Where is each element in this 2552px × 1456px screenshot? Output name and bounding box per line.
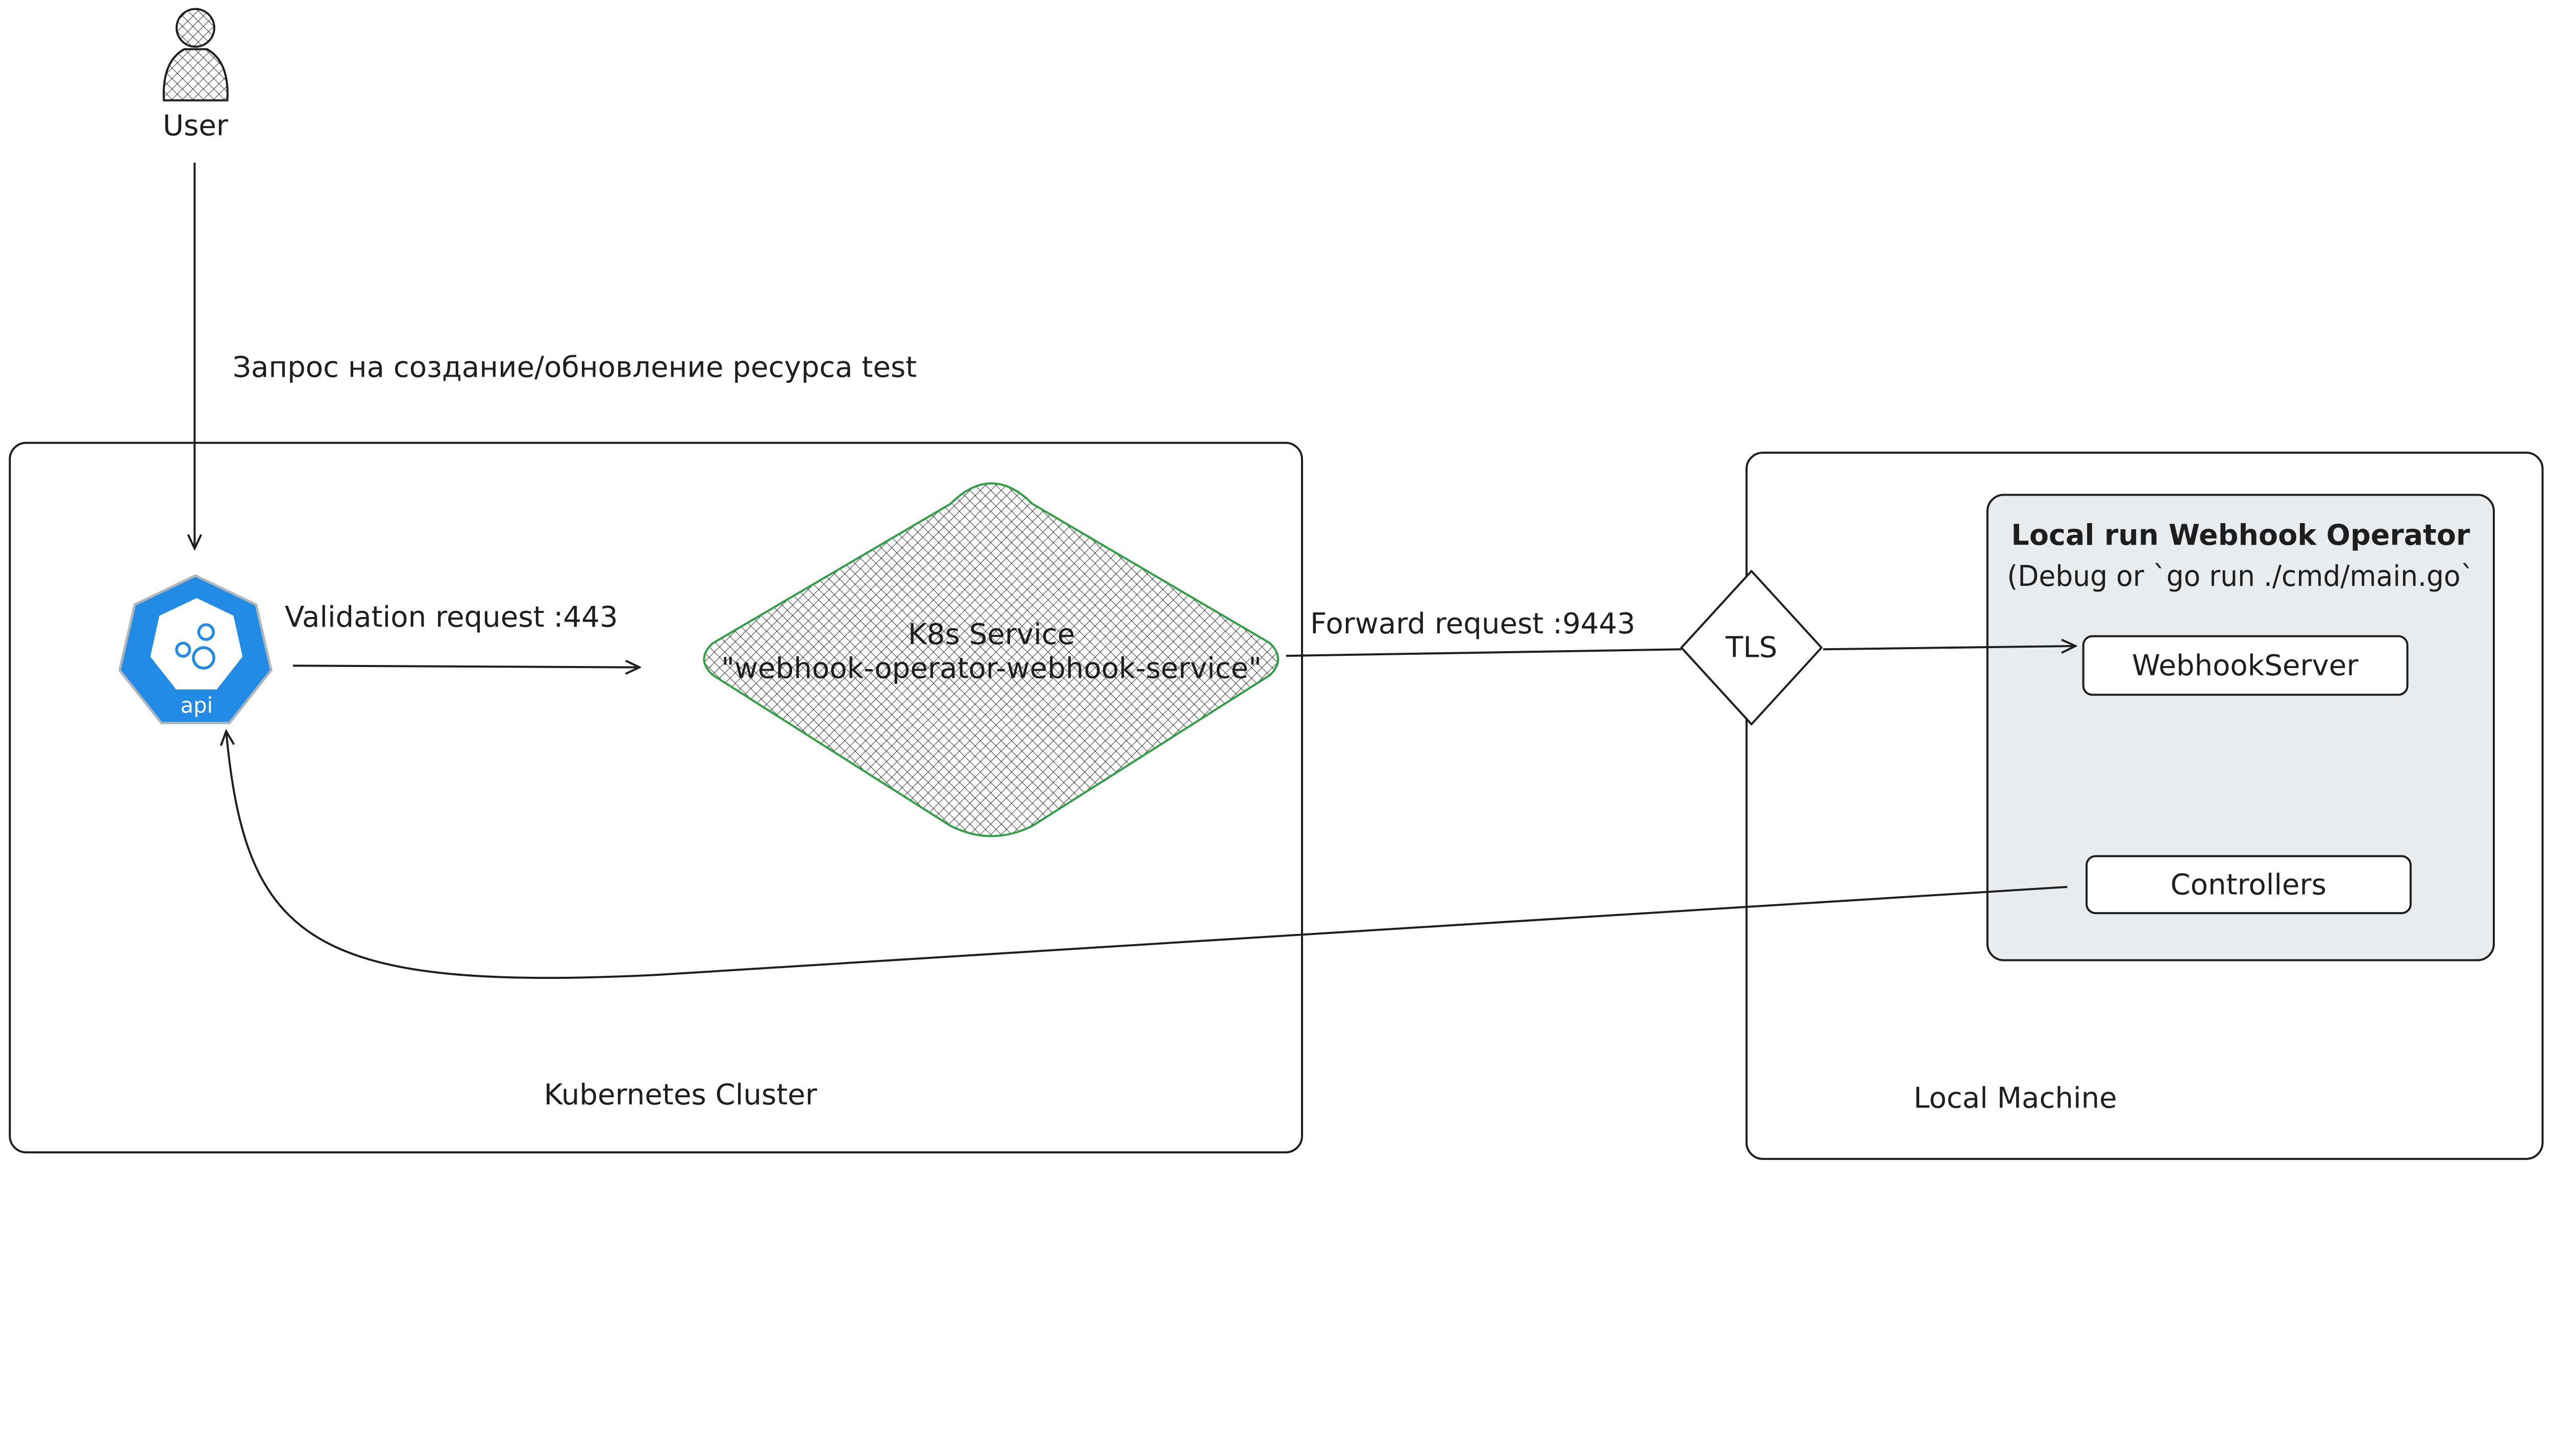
operator-subtitle: (Debug or `go run ./cmd/main.go` xyxy=(2007,560,2474,593)
user-icon xyxy=(162,8,229,102)
user-actor: User xyxy=(162,8,229,142)
webhook-server-node: WebhookServer xyxy=(2082,635,2409,696)
local-machine-frame xyxy=(1745,451,2544,1160)
operator-group xyxy=(1986,493,2495,961)
tls-to-webhook-arrow xyxy=(1823,646,2075,649)
api-server-icon: api xyxy=(118,574,273,725)
forward-label: Forward request :9443 xyxy=(1310,607,1635,640)
gears-icon xyxy=(175,623,215,670)
service-title: K8s Service xyxy=(908,618,1075,651)
request-label: Запрос на создание/обновление ресурса te… xyxy=(233,351,917,384)
controllers-label: Controllers xyxy=(2170,868,2326,901)
kubernetes-cluster-label: Kubernetes Cluster xyxy=(544,1078,818,1112)
service-name: "webhook-operator-webhook-service" xyxy=(721,652,1262,685)
tls-node: TLS xyxy=(1680,570,1823,726)
validation-label: Validation request :443 xyxy=(285,601,618,634)
validation-arrow xyxy=(292,665,640,667)
operator-title: Local run Webhook Operator xyxy=(2011,519,2470,552)
controllers-node: Controllers xyxy=(2085,855,2412,915)
user-label: User xyxy=(163,109,229,142)
api-label: api xyxy=(180,693,213,718)
forward-connector xyxy=(1286,648,1682,657)
local-machine-label: Local Machine xyxy=(1913,1081,2117,1115)
k8s-service-node: K8s Service "webhook-operator-webhook-se… xyxy=(703,482,1279,837)
tls-label: TLS xyxy=(1725,631,1777,664)
kubernetes-cluster-frame xyxy=(9,441,1303,1153)
controllers-to-api-arrow xyxy=(226,731,2068,979)
diagram-canvas: User Запрос на создание/обновление ресур… xyxy=(9,8,2544,1160)
webhook-server-label: WebhookServer xyxy=(2132,649,2359,682)
